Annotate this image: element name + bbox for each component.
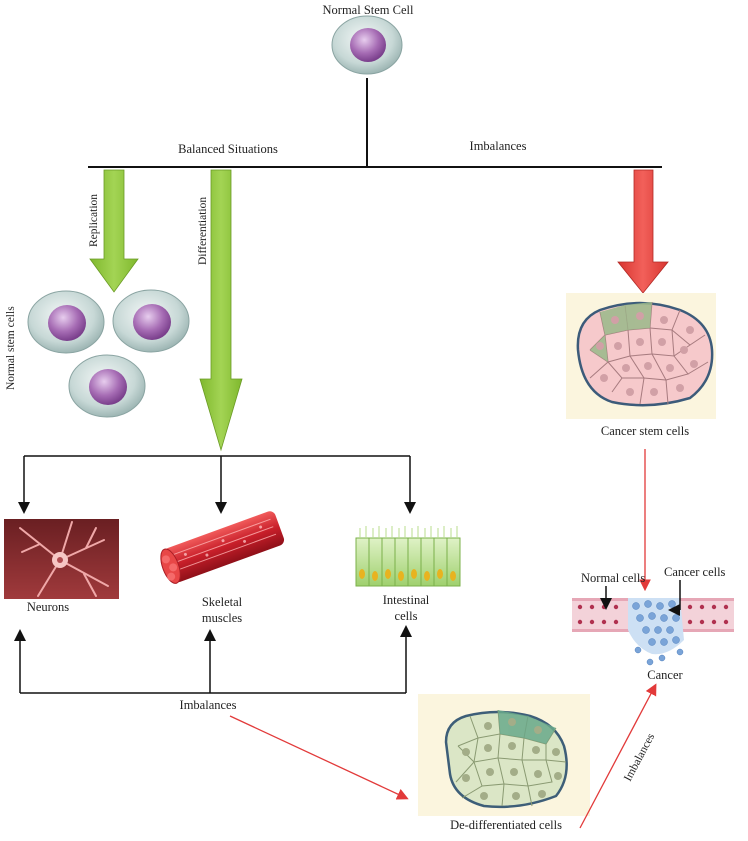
replication-arrow: [89, 169, 139, 293]
label-intestinal-1: Intestinal: [383, 593, 430, 607]
label-skeletal-2: muscles: [202, 611, 242, 625]
label-cancer-cells: Cancer cells: [664, 565, 726, 579]
label-skeletal-1: Skeletal: [202, 595, 243, 609]
label-normal-cells: Normal cells: [581, 571, 645, 585]
intestinal-image: [355, 526, 461, 587]
red-arrow-to-cancer-from-dedifferentiated: [579, 683, 657, 829]
label-neurons: Neurons: [27, 600, 69, 614]
label-cancer-stem-cells: Cancer stem cells: [601, 424, 689, 438]
neuron-image: [4, 519, 119, 599]
label-cancer: Cancer: [647, 668, 683, 682]
normal-stem-cell-icon: [331, 15, 403, 75]
label-normal-stem-cells: Normal stem cells: [5, 306, 17, 390]
dedifferentiated-cells-image: [418, 694, 590, 816]
muscle-image: [160, 511, 285, 584]
cancer-tissue-image: [572, 598, 734, 666]
differentiation-arrow: [199, 169, 243, 452]
label-balanced: Balanced Situations: [178, 142, 278, 156]
label-imbalances-bottom: Imbalances: [180, 698, 237, 712]
replicated-cell-icon: [112, 289, 190, 353]
label-dedifferentiated: De-differentiated cells: [450, 818, 562, 832]
label-differentiation: Differentiation: [197, 197, 209, 265]
imbalance-arrow: [617, 169, 669, 294]
cancer-stem-cells-image: [566, 293, 716, 419]
red-arrow-to-dedifferentiated: [229, 715, 409, 800]
replicated-cell-icon: [68, 354, 146, 418]
replicated-cell-icon: [27, 290, 105, 354]
label-imbalances-top: Imbalances: [470, 139, 527, 153]
title-normal-stem-cell: Normal Stem Cell: [323, 3, 414, 17]
label-intestinal-2: cells: [395, 609, 418, 623]
label-replication: Replication: [88, 194, 100, 247]
